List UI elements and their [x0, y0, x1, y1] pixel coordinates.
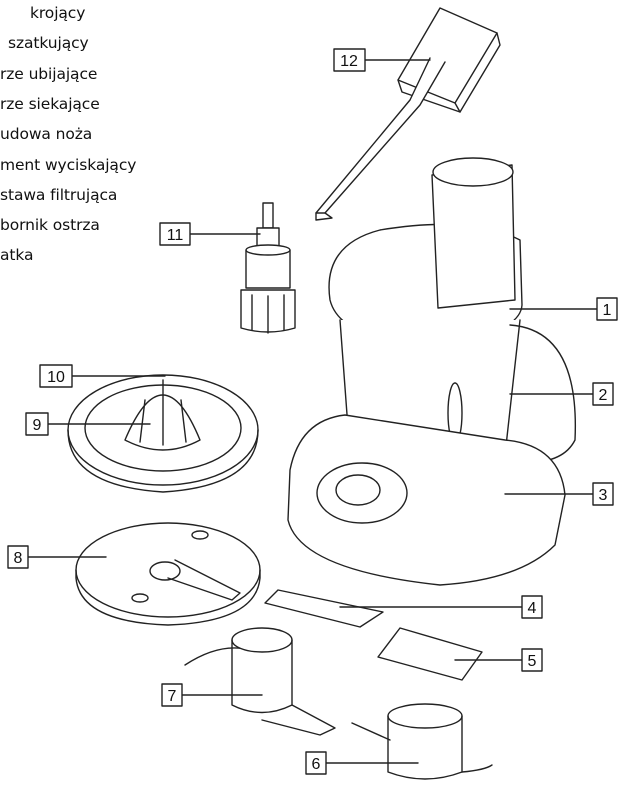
callout-6: 6	[305, 751, 419, 775]
callout-5: 5	[454, 648, 543, 672]
callout-12: 12	[333, 48, 431, 72]
svg-text:6: 6	[312, 756, 321, 773]
legend-item: rze ubijające	[0, 65, 98, 83]
callout-3: 3	[504, 482, 614, 506]
callout-7: 7	[161, 683, 263, 707]
legend-item: bornik ostrza	[0, 216, 100, 234]
svg-text:7: 7	[168, 688, 177, 705]
legend-item: krojący	[30, 4, 86, 22]
legend-item: rze siekające	[0, 95, 100, 113]
slicing-insert-part	[264, 589, 384, 628]
callout-2: 2	[509, 382, 614, 406]
citrus-press-part	[67, 374, 259, 493]
drive-shaft-part	[240, 202, 296, 334]
svg-text:4: 4	[528, 600, 537, 617]
callout-10: 10	[39, 364, 166, 388]
callout-9: 9	[25, 412, 151, 436]
legend-item: ment wyciskający	[0, 156, 137, 174]
svg-text:9: 9	[33, 417, 42, 434]
slicing-disc-part	[75, 522, 261, 626]
svg-text:5: 5	[528, 653, 537, 670]
blade-unit-7	[184, 627, 336, 736]
legend-item: atka	[0, 246, 34, 264]
svg-text:2: 2	[599, 387, 608, 404]
callout-1: 1	[509, 297, 618, 321]
legend-item: udowa noża	[0, 125, 93, 143]
svg-text:10: 10	[47, 369, 65, 386]
svg-text:3: 3	[599, 487, 608, 504]
grating-insert-part	[377, 627, 483, 681]
legend-item: stawa filtrująca	[0, 186, 118, 204]
food-processor-body	[287, 157, 577, 586]
legend-item: szatkujący	[8, 34, 89, 52]
svg-text:1: 1	[603, 302, 612, 319]
svg-text:8: 8	[14, 550, 23, 567]
svg-text:11: 11	[167, 227, 184, 244]
spatula-part	[315, 7, 501, 221]
callout-8: 8	[7, 545, 107, 569]
svg-text:12: 12	[340, 53, 358, 70]
blade-unit-6	[351, 703, 493, 780]
callout-4: 4	[339, 595, 543, 619]
callout-11: 11	[159, 222, 261, 246]
